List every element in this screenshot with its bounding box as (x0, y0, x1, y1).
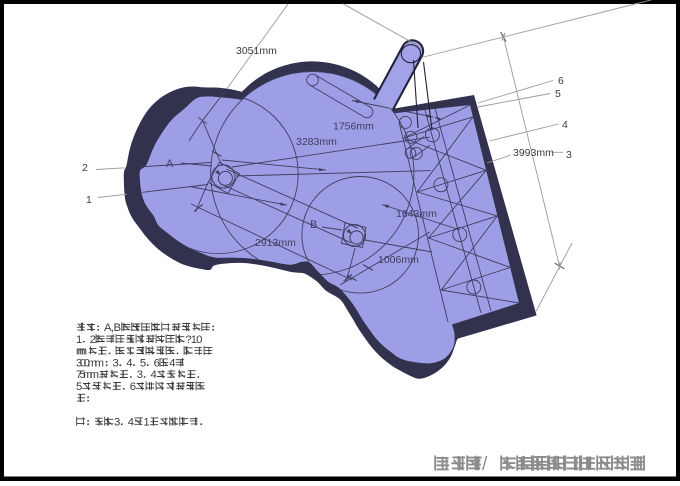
svg-text:3993mm: 3993mm (513, 147, 554, 159)
svg-text:3283mm: 3283mm (296, 136, 337, 148)
svg-text:4: 4 (126, 357, 132, 369)
svg-text:4: 4 (151, 369, 157, 381)
svg-text:4: 4 (169, 357, 175, 369)
svg-text:3: 3 (113, 357, 119, 369)
svg-text:2: 2 (90, 334, 96, 346)
svg-text:5: 5 (555, 88, 561, 100)
svg-text:6: 6 (154, 357, 160, 369)
svg-text:3051mm: 3051mm (236, 45, 277, 57)
svg-text:1006mm: 1006mm (378, 254, 419, 266)
svg-text:3: 3 (114, 416, 120, 428)
svg-text:1: 1 (76, 334, 82, 346)
svg-text:A,B: A,B (104, 322, 121, 334)
svg-text:?10: ?10 (185, 334, 202, 346)
svg-text:1643mm: 1643mm (396, 208, 437, 220)
svg-text:75mm: 75mm (76, 369, 99, 381)
svg-text:300mm: 300mm (76, 357, 104, 369)
svg-text:1756mm: 1756mm (333, 121, 374, 133)
svg-text:1: 1 (143, 416, 149, 428)
svg-text:6: 6 (130, 381, 136, 393)
svg-text:/: / (482, 454, 488, 475)
svg-text:2: 2 (82, 162, 88, 174)
svg-text:4: 4 (128, 416, 134, 428)
svg-text:mm: mm (76, 346, 87, 358)
svg-text:5: 5 (76, 381, 82, 393)
svg-text:6: 6 (558, 75, 564, 87)
svg-text:/: / (484, 456, 490, 477)
svg-text:B: B (310, 219, 317, 231)
svg-text:A: A (166, 158, 174, 170)
svg-text:5: 5 (140, 357, 146, 369)
svg-text:1: 1 (86, 194, 92, 206)
svg-text:4: 4 (562, 119, 568, 131)
svg-text:3: 3 (137, 369, 143, 381)
svg-text:3: 3 (566, 149, 572, 161)
svg-text:2913mm: 2913mm (255, 237, 296, 249)
